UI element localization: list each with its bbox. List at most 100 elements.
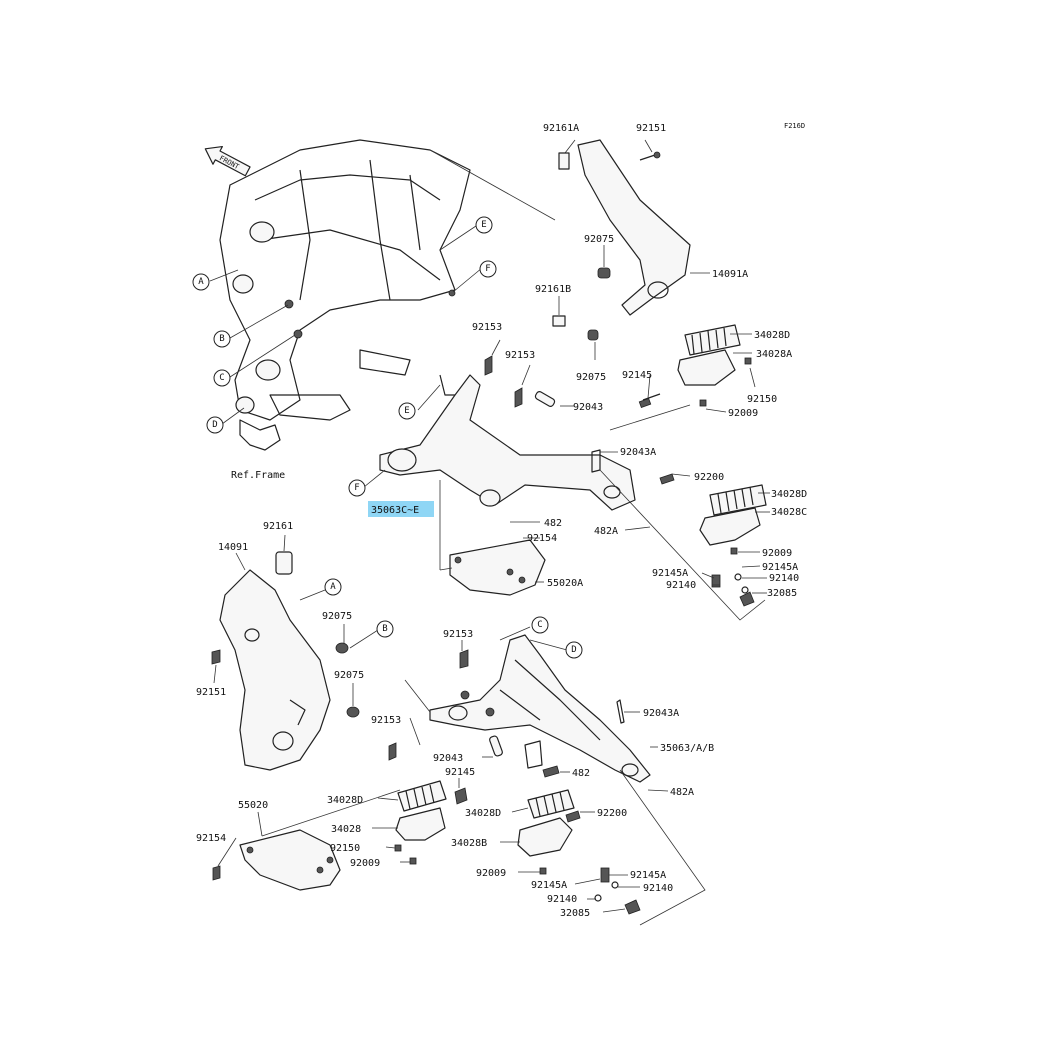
- part-92154-b: 92154: [196, 833, 226, 844]
- damper-92161: [275, 551, 293, 575]
- callout-f-bracket: F: [348, 479, 366, 497]
- part-92145-b: 92145: [445, 767, 475, 778]
- front-arrow-icon: FRONT: [204, 145, 251, 177]
- svg-text:D: D: [571, 645, 576, 655]
- callout-d-lower: D: [565, 641, 583, 659]
- svg-text:A: A: [330, 582, 336, 592]
- main-frame: [219, 139, 471, 451]
- part-92009-a: 92009: [728, 408, 758, 419]
- callout-c-frame: C: [213, 369, 231, 387]
- callout-d-frame: D: [206, 416, 224, 434]
- damper-92161A: [558, 152, 570, 170]
- part-35063-A-B: 35063/A/B: [660, 743, 714, 754]
- part-92200-a: 92200: [694, 472, 724, 483]
- part-482-a: 482: [544, 518, 562, 529]
- part-92009-c: 92009: [350, 858, 380, 869]
- part-92075-b: 92075: [576, 372, 606, 383]
- part-92145A-c: 92145A: [630, 870, 666, 881]
- highlight-35063C-E: [368, 501, 434, 517]
- part-34028: 34028: [331, 824, 361, 835]
- callout-c-lower: C: [531, 616, 549, 634]
- heel-guard-55020A: [449, 539, 546, 596]
- svg-text:B: B: [382, 624, 387, 634]
- callout-a-frame: A: [192, 273, 210, 291]
- svg-text:C: C: [537, 620, 542, 630]
- callout-a-lower: A: [324, 578, 342, 596]
- part-92151-top: 92151: [636, 123, 666, 134]
- footpeg-upper-rear: [699, 484, 767, 607]
- svg-text:F: F: [354, 483, 359, 493]
- part-92153-c: 92153: [443, 629, 473, 640]
- part-55020: 55020: [238, 800, 268, 811]
- part-92140-c: 92140: [643, 883, 673, 894]
- heel-guard-55020: [239, 829, 341, 891]
- part-92145-a: 92145: [622, 370, 652, 381]
- svg-text:C: C: [219, 373, 224, 383]
- part-92161A: 92161A: [543, 123, 579, 134]
- part-92153-a: 92153: [472, 322, 502, 333]
- part-92161B: 92161B: [535, 284, 571, 295]
- callout-e-bracket: E: [398, 402, 416, 420]
- callout-e-frame: E: [475, 216, 493, 234]
- part-14091A: 14091A: [712, 269, 748, 280]
- part-labels: 92161A 92151 92075 14091A 92161B 92153 9…: [196, 123, 807, 919]
- diagram-code: F216D: [784, 122, 805, 130]
- part-92043-b: 92043: [433, 753, 463, 764]
- part-92043-a: 92043: [573, 402, 603, 413]
- part-34028B: 34028B: [451, 838, 487, 849]
- part-92009-d: 92009: [476, 868, 506, 879]
- ref-frame-label: Ref.Frame: [231, 470, 285, 481]
- part-92140-d: 92140: [547, 894, 577, 905]
- part-92075-d: 92075: [334, 670, 364, 681]
- part-92140-a: 92140: [769, 573, 799, 584]
- bracket-35063C-E: [379, 374, 636, 511]
- part-34028C: 34028C: [771, 507, 807, 518]
- bracket-14091: [219, 569, 331, 771]
- part-32085-a: 32085: [767, 588, 797, 599]
- footpeg-lower-right: [517, 789, 641, 915]
- part-92145A-a: 92145A: [762, 562, 798, 573]
- part-55020A: 55020A: [547, 578, 583, 589]
- footpeg-lower-left: [394, 780, 447, 865]
- part-34028A: 34028A: [756, 349, 792, 360]
- part-92154-a: 92154: [527, 533, 557, 544]
- svg-text:E: E: [481, 220, 486, 230]
- part-92150-a: 92150: [747, 394, 777, 405]
- svg-text:E: E: [404, 406, 409, 416]
- part-92140-b: 92140: [666, 580, 696, 591]
- part-34028D-d: 34028D: [465, 808, 501, 819]
- part-482A-a: 482A: [594, 526, 618, 537]
- part-34028D-b: 34028D: [771, 489, 807, 500]
- bracket-14091A: [577, 139, 691, 316]
- part-35063C-E: 35063C~E: [371, 505, 419, 516]
- part-92151-b: 92151: [196, 687, 226, 698]
- callout-b-lower: B: [376, 620, 394, 638]
- part-14091: 14091: [218, 542, 248, 553]
- part-32085-b: 32085: [560, 908, 590, 919]
- part-92075-c: 92075: [322, 611, 352, 622]
- part-92153-d: 92153: [371, 715, 401, 726]
- part-34028D-a: 34028D: [754, 330, 790, 341]
- svg-text:A: A: [198, 277, 204, 287]
- bracket-35063-A-B: [429, 634, 651, 783]
- part-482-b: 482: [572, 768, 590, 779]
- footpeg-upper-front: [677, 324, 752, 407]
- part-92043A-a: 92043A: [620, 447, 656, 458]
- part-92200-b: 92200: [597, 808, 627, 819]
- callout-f-frame: F: [479, 260, 497, 278]
- part-92009-b: 92009: [762, 548, 792, 559]
- part-92075-a: 92075: [584, 234, 614, 245]
- part-92145A-b: 92145A: [652, 568, 688, 579]
- svg-text:B: B: [219, 334, 224, 344]
- part-34028D-c: 34028D: [327, 795, 363, 806]
- part-92145A-d: 92145A: [531, 880, 567, 891]
- part-92150-b: 92150: [330, 843, 360, 854]
- svg-text:D: D: [212, 420, 217, 430]
- part-92161: 92161: [263, 521, 293, 532]
- part-92043A-b: 92043A: [643, 708, 679, 719]
- part-482A-b: 482A: [670, 787, 694, 798]
- part-92153-b: 92153: [505, 350, 535, 361]
- callout-b-frame: B: [213, 330, 231, 348]
- svg-text:F: F: [485, 264, 490, 274]
